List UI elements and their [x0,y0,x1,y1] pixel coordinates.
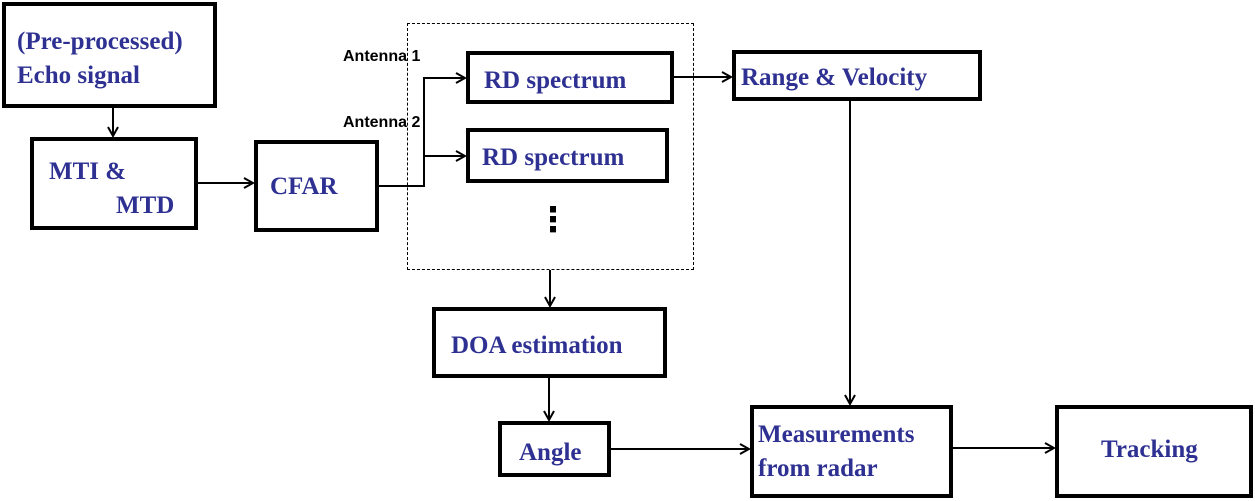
measurements-block: Measurements from radar [750,405,953,498]
measurements-line1: Measurements [758,421,915,448]
arrow-cfar-to-rd [378,78,465,187]
mti-mtd-block: MTI & MTD [30,137,198,230]
more-antennas-ellipsis: ⋮ [536,200,570,240]
rd-spectrum-1-label: RD spectrum [484,67,627,94]
antenna-2-label: Antenna 2 [343,114,421,131]
mti-mtd-line1: MTI & [49,158,127,185]
angle-block: Angle [498,421,611,477]
range-velocity-block: Range & Velocity [732,50,982,101]
cfar-block: CFAR [254,140,379,232]
range-velocity-label: Range & Velocity [741,64,928,91]
echo-signal-line2: Echo signal [17,62,140,89]
echo-signal-line1: (Pre-processed) [17,28,183,55]
rd-spectrum-block-1: RD spectrum [466,51,674,104]
echo-signal-block: (Pre-processed) Echo signal [2,2,217,108]
measurements-line2: from radar [758,455,878,482]
tracking-label: Tracking [1101,436,1198,463]
antenna-group-dashed-box [407,23,694,270]
angle-label: Angle [519,439,582,466]
antenna-1-label: Antenna 1 [343,48,421,65]
doa-estimation-block: DOA estimation [432,307,667,378]
doa-estimation-label: DOA estimation [451,332,623,359]
mti-mtd-line2: MTD [116,192,175,219]
rd-spectrum-block-2: RD spectrum [466,128,669,183]
cfar-label: CFAR [270,173,338,200]
rd-spectrum-2-label: RD spectrum [482,144,625,171]
tracking-block: Tracking [1055,405,1253,498]
